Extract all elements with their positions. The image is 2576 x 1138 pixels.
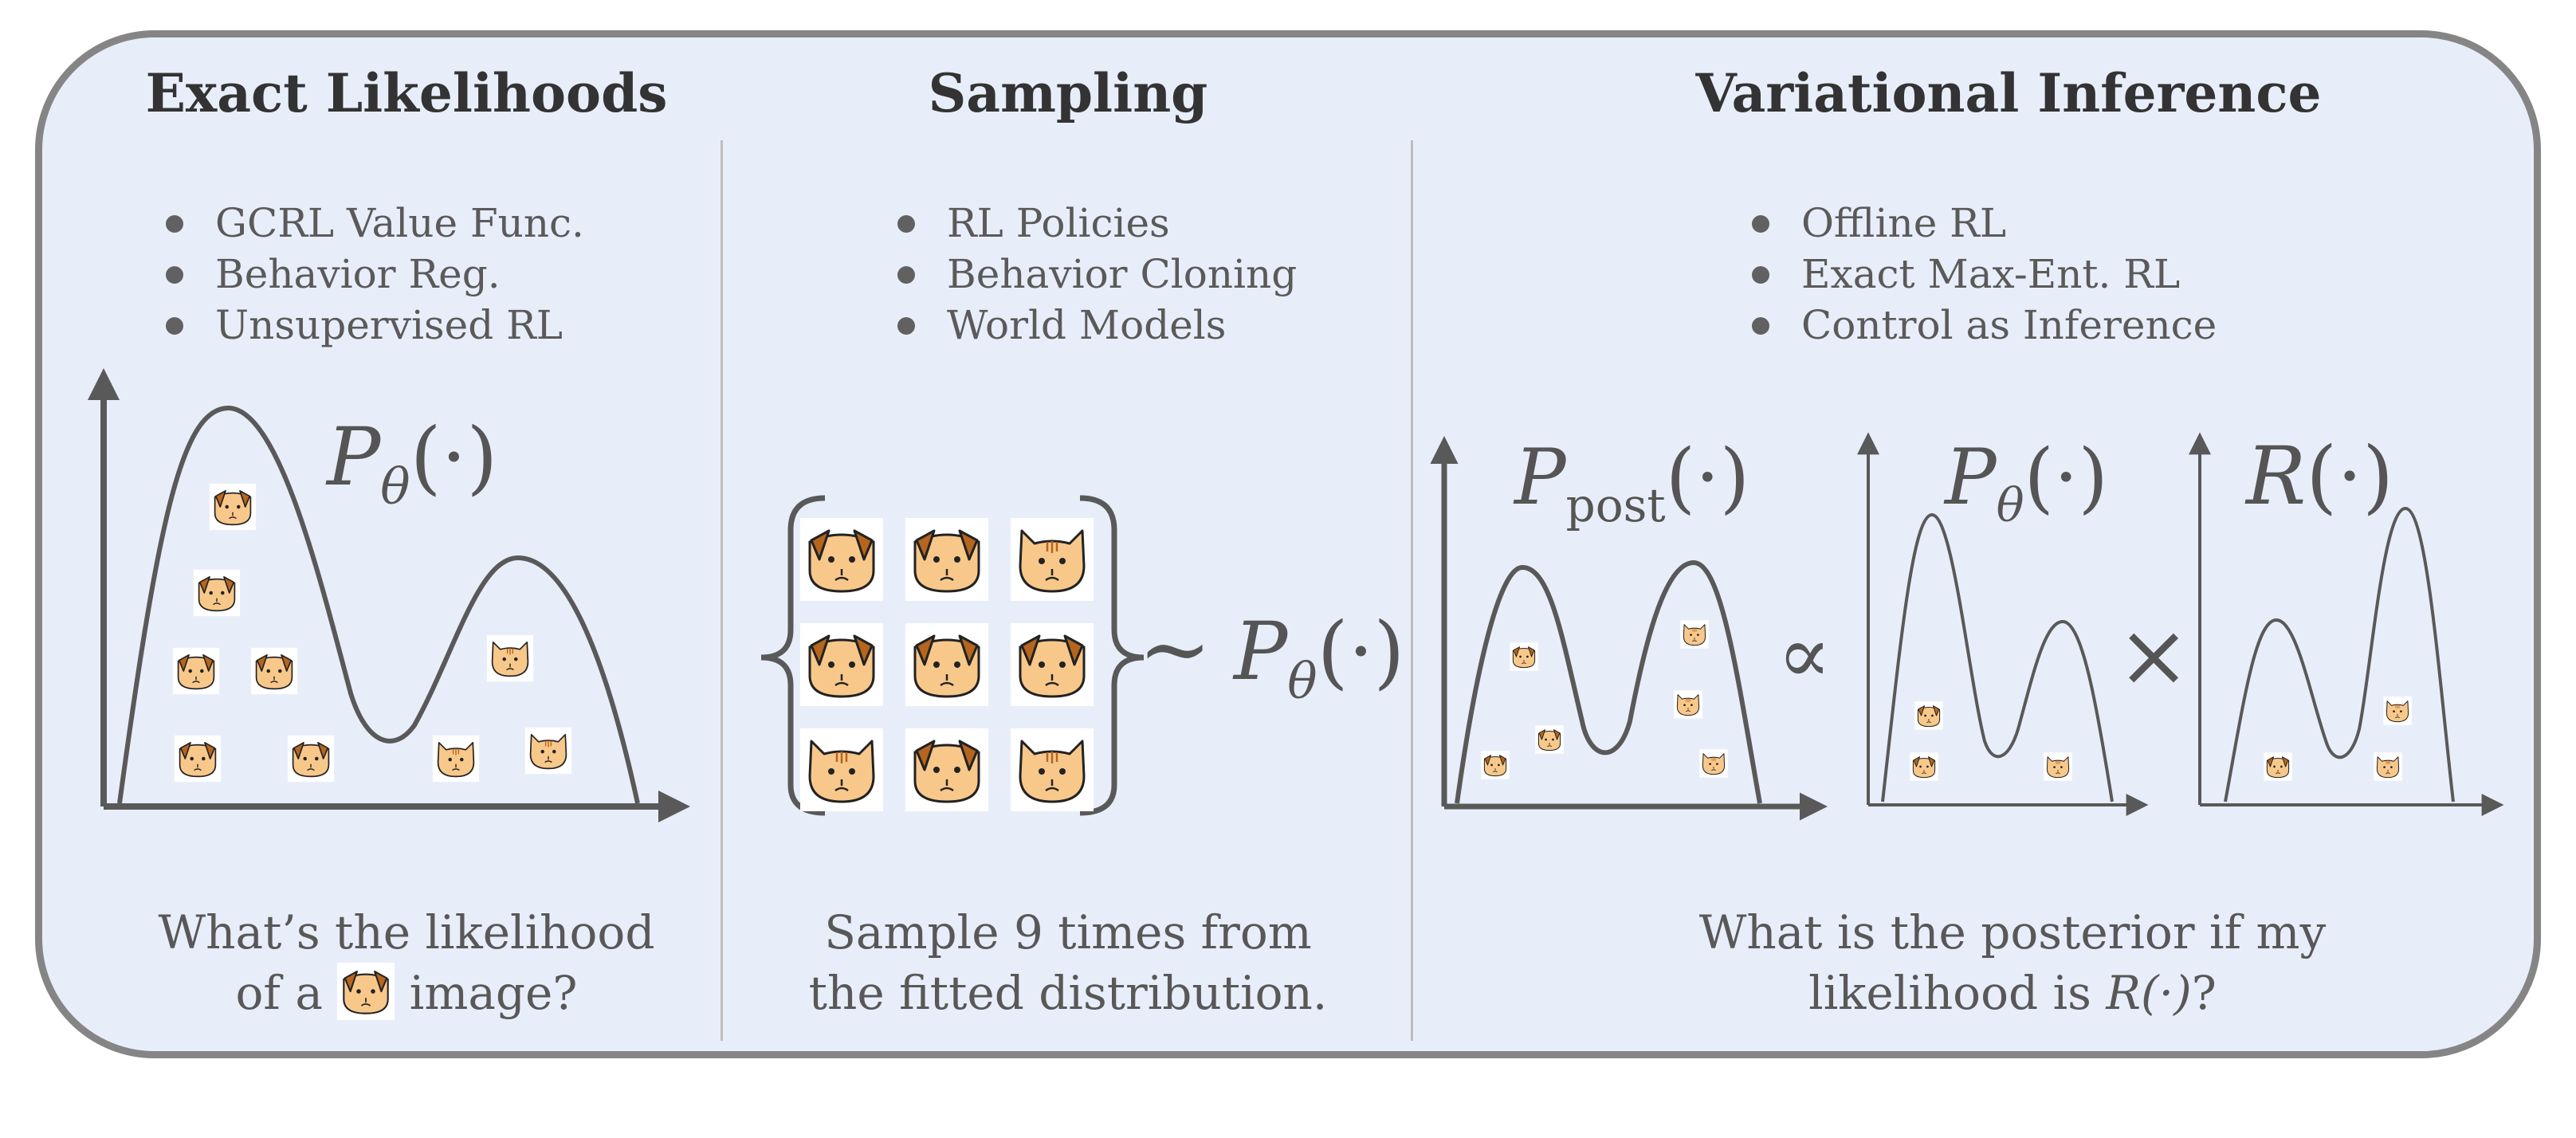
dog-face-icon bbox=[904, 516, 990, 602]
cat-face-icon bbox=[2373, 751, 2403, 782]
dog-face-icon bbox=[1009, 622, 1095, 708]
question-line: What is the posterior if my bbox=[1698, 905, 2327, 959]
question-text: ? bbox=[2191, 966, 2217, 1020]
dog-face-icon bbox=[209, 483, 257, 531]
question-exact: What’s the likelihood of a image? bbox=[120, 902, 693, 1023]
dog-face-icon bbox=[2263, 751, 2293, 782]
cat-face-icon bbox=[1673, 689, 1703, 720]
question-sampling: Sample 9 times from the fitted distribut… bbox=[789, 902, 1347, 1023]
p-theta-prior-label: Pθ(·) bbox=[1943, 433, 2108, 532]
cat-face-icon bbox=[1009, 727, 1095, 813]
divider-left bbox=[721, 140, 723, 1041]
question-line: the fitted distribution. bbox=[808, 966, 1328, 1020]
p-post-label: Ppost(·) bbox=[1513, 433, 1749, 532]
dog-face-icon bbox=[1914, 700, 1944, 731]
proportional-symbol: ∝ bbox=[1777, 608, 1832, 701]
bullet-item: Unsupervised RL bbox=[161, 300, 584, 351]
bullet-item: Control as Inference bbox=[1747, 300, 2217, 351]
figure-panel bbox=[35, 30, 2541, 1058]
r-inline-math: R(·) bbox=[2106, 966, 2192, 1020]
p-theta-label: Pθ(·) bbox=[325, 410, 497, 516]
dog-face-icon bbox=[799, 516, 885, 602]
reward-plot: R(·) bbox=[2189, 430, 2504, 816]
dog-face-icon bbox=[174, 735, 222, 783]
bullet-item: RL Policies bbox=[893, 198, 1297, 249]
reward-curve bbox=[2224, 506, 2455, 802]
likelihood-plot: Pθ(·) bbox=[88, 368, 690, 822]
cat-face-icon bbox=[432, 735, 480, 783]
dog-face-icon bbox=[1480, 750, 1510, 780]
dog-face-icon bbox=[1509, 642, 1539, 672]
p-theta-sampling-label: Pθ(·) bbox=[1232, 605, 1404, 710]
cat-face-icon bbox=[799, 727, 885, 813]
dog-face-icon bbox=[799, 622, 885, 708]
right-brace bbox=[1079, 495, 1145, 816]
dog-face-icon bbox=[250, 647, 298, 695]
tilde-symbol: ∼ bbox=[1138, 598, 1211, 700]
bullets-sampling: RL Policies Behavior Cloning World Model… bbox=[893, 198, 1297, 351]
question-line: What’s the likelihood bbox=[158, 905, 655, 959]
question-line: of a image? bbox=[120, 961, 693, 1023]
posterior-plot: Ppost(·) bbox=[1430, 433, 1828, 821]
bullets-exact: GCRL Value Func. Behavior Reg. Unsupervi… bbox=[161, 198, 584, 351]
sample-grid bbox=[799, 516, 1095, 813]
title-exact-likelihoods: Exact Likelihoods bbox=[145, 62, 668, 124]
dog-face-icon bbox=[336, 961, 396, 1022]
cat-face-icon bbox=[1698, 748, 1729, 779]
bullet-item: Offline RL bbox=[1747, 198, 2217, 249]
title-sampling: Sampling bbox=[928, 62, 1208, 124]
question-line: Sample 9 times from bbox=[824, 905, 1312, 959]
posterior-curve bbox=[1455, 559, 1762, 804]
bullet-item: Behavior Reg. bbox=[161, 249, 584, 300]
question-text: of a bbox=[235, 966, 323, 1020]
cat-face-icon bbox=[2043, 751, 2073, 782]
prior-plot: Pθ(·) bbox=[1857, 432, 2149, 816]
cat-face-icon bbox=[486, 634, 534, 682]
dog-face-icon bbox=[193, 569, 241, 617]
question-line: likelihood is R(·)? bbox=[1634, 963, 2391, 1023]
bullets-variational: Offline RL Exact Max-Ent. RL Control as … bbox=[1747, 198, 2217, 351]
dog-face-icon bbox=[1534, 724, 1565, 755]
bullet-item: Behavior Cloning bbox=[893, 249, 1297, 300]
divider-right bbox=[1411, 140, 1413, 1041]
dog-face-icon bbox=[172, 647, 220, 695]
cat-face-icon bbox=[1009, 516, 1095, 602]
title-variational-inference: Variational Inference bbox=[1695, 62, 2322, 124]
bullet-item: GCRL Value Func. bbox=[161, 198, 584, 249]
question-variational: What is the posterior if my likelihood i… bbox=[1634, 902, 2391, 1023]
prior-curve bbox=[1881, 512, 2114, 802]
sample-set: ∼ Pθ(·) bbox=[760, 495, 1404, 816]
dog-face-icon bbox=[904, 727, 990, 813]
bimodal-density-curve bbox=[117, 405, 640, 804]
left-brace bbox=[760, 495, 826, 816]
r-label: R(·) bbox=[2244, 430, 2393, 523]
times-symbol: × bbox=[2117, 604, 2190, 706]
question-text: likelihood is bbox=[1808, 966, 2091, 1020]
bullet-item: World Models bbox=[893, 300, 1297, 351]
bullet-item: Exact Max-Ent. RL bbox=[1747, 249, 2217, 300]
dog-face-icon bbox=[287, 735, 335, 783]
dog-face-icon bbox=[904, 622, 990, 708]
cat-face-icon bbox=[524, 727, 572, 775]
dog-face-icon bbox=[1909, 751, 1939, 782]
cat-face-icon bbox=[1679, 619, 1710, 649]
question-text: image? bbox=[409, 966, 578, 1020]
cat-face-icon bbox=[2382, 696, 2413, 726]
